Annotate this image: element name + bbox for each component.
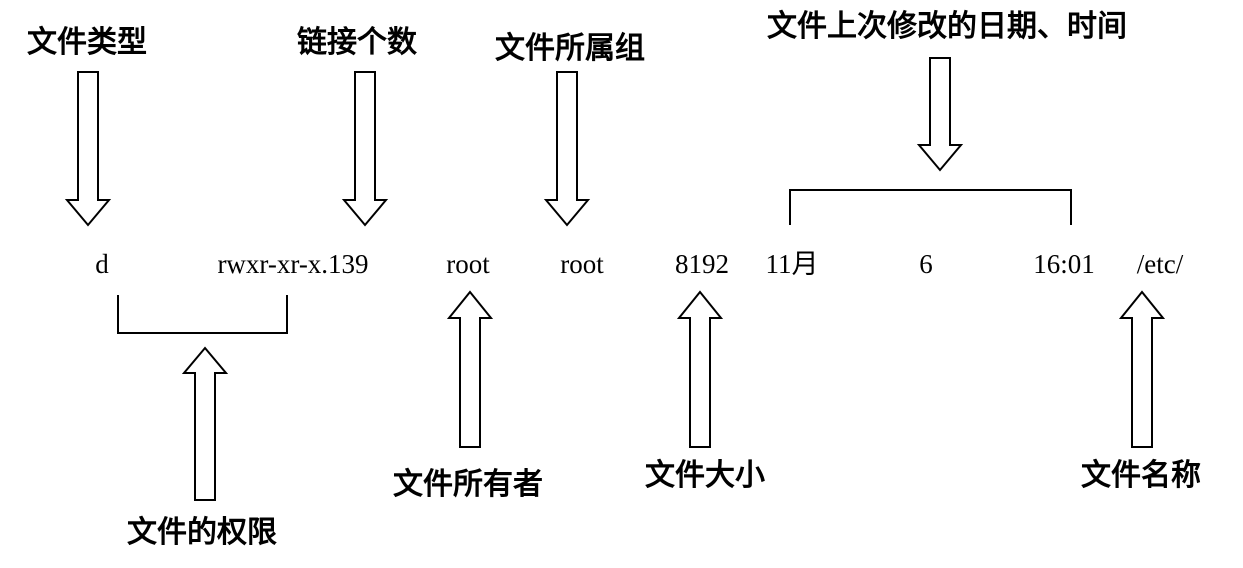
label-permissions: 文件的权限: [127, 515, 277, 550]
field-name: /etc/: [1137, 249, 1184, 279]
field-group: root: [560, 249, 604, 279]
label-link-count: 链接个数: [297, 25, 418, 60]
field-type: d: [95, 249, 109, 279]
field-owner: root: [446, 249, 490, 279]
label-owner: 文件所有者: [393, 467, 543, 502]
label-size: 文件大小: [645, 458, 765, 493]
field-time: 16:01: [1033, 249, 1095, 279]
arrow-up-name: [1118, 290, 1166, 448]
field-permissions: rwxr-xr-x.139: [217, 249, 368, 279]
field-day: 6: [919, 249, 933, 279]
arrow-down-mtime: [916, 57, 964, 172]
arrow-up-permissions: [181, 346, 229, 501]
label-group: 文件所属组: [495, 31, 645, 66]
label-file-type: 文件类型: [27, 25, 147, 60]
arrow-down-link-count: [341, 71, 389, 227]
arrow-down-file-type: [64, 71, 112, 227]
bracket-mtime: [789, 189, 1072, 225]
label-mtime: 文件上次修改的日期、时间: [767, 9, 1127, 44]
arrow-down-group: [543, 71, 591, 227]
arrow-up-owner: [446, 290, 494, 448]
arrow-up-size: [676, 290, 724, 448]
field-month: 11月: [766, 249, 819, 279]
bracket-permissions: [117, 295, 288, 334]
field-size: 8192: [675, 249, 729, 279]
label-name: 文件名称: [1081, 458, 1201, 493]
